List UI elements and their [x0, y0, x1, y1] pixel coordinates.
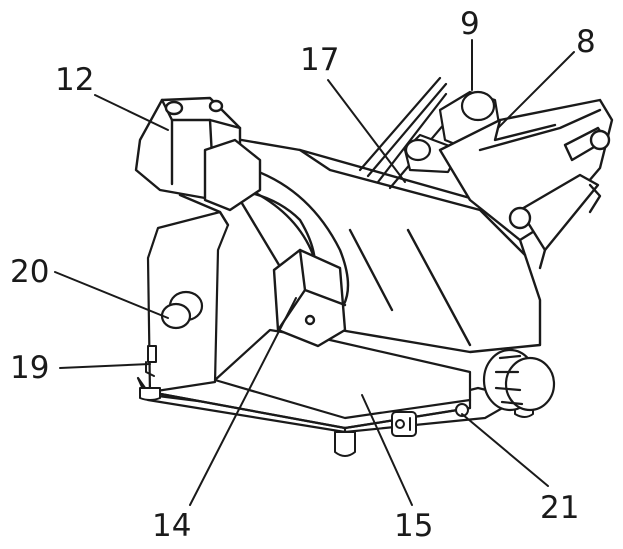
pusher-block — [272, 248, 347, 348]
thickness-knob — [482, 348, 556, 412]
leader-21 — [461, 413, 549, 487]
callout-21: 21 — [540, 490, 579, 526]
callout-9: 9 — [460, 6, 480, 42]
leader-17 — [327, 79, 406, 183]
callout-8: 8 — [576, 24, 596, 60]
leader-15 — [361, 394, 413, 506]
food-tray — [438, 98, 614, 270]
switch-panel — [391, 411, 417, 437]
handle-bar — [403, 133, 462, 174]
leader-lines — [54, 39, 575, 506]
leader-12 — [94, 94, 169, 131]
indicator-light — [455, 403, 469, 417]
callout-17: 17 — [300, 42, 339, 78]
feet — [139, 387, 534, 457]
leader-8 — [497, 51, 575, 129]
side-clip — [145, 345, 157, 377]
motor-head — [134, 96, 262, 227]
callout-15: 15 — [394, 508, 433, 544]
leader-19 — [59, 363, 151, 369]
leader-20 — [54, 271, 169, 319]
callout-14: 14 — [152, 508, 191, 544]
sharpener-knob — [160, 290, 204, 330]
callout-19: 19 — [10, 350, 49, 386]
leader-14 — [189, 297, 297, 506]
callout-20: 20 — [10, 254, 49, 290]
callout-labels: 12 17 9 8 20 19 14 15 21 — [10, 6, 596, 544]
callout-12: 12 — [55, 62, 94, 98]
